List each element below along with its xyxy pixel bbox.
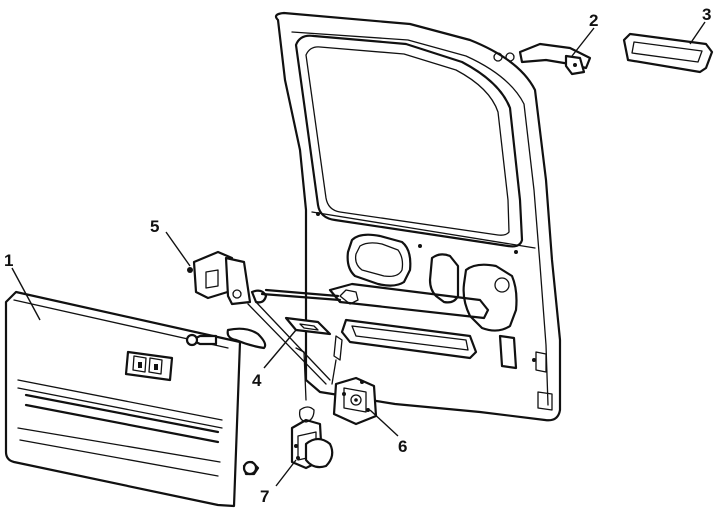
part-4-linkage bbox=[247, 288, 359, 401]
callout-3: 3 bbox=[702, 5, 711, 24]
callout-4: 4 bbox=[252, 371, 262, 390]
callout-2: 2 bbox=[589, 11, 598, 30]
part-2-bracket bbox=[493, 42, 592, 76]
fastener-screws bbox=[185, 333, 260, 476]
door-shell bbox=[274, 11, 562, 422]
part-7-actuator bbox=[290, 406, 334, 470]
callout-6: 6 bbox=[398, 437, 407, 456]
leader-lines bbox=[11, 21, 706, 487]
callout-1: 1 bbox=[4, 251, 13, 270]
part-6-latch bbox=[332, 376, 378, 426]
callout-labels: 1 2 3 4 5 6 7 bbox=[4, 5, 711, 506]
callout-7: 7 bbox=[260, 487, 269, 506]
part-3-handle bbox=[622, 32, 714, 74]
callout-5: 5 bbox=[150, 217, 159, 236]
part-1-trim-panel bbox=[4, 290, 242, 508]
part-5-inner-handle bbox=[187, 250, 268, 350]
